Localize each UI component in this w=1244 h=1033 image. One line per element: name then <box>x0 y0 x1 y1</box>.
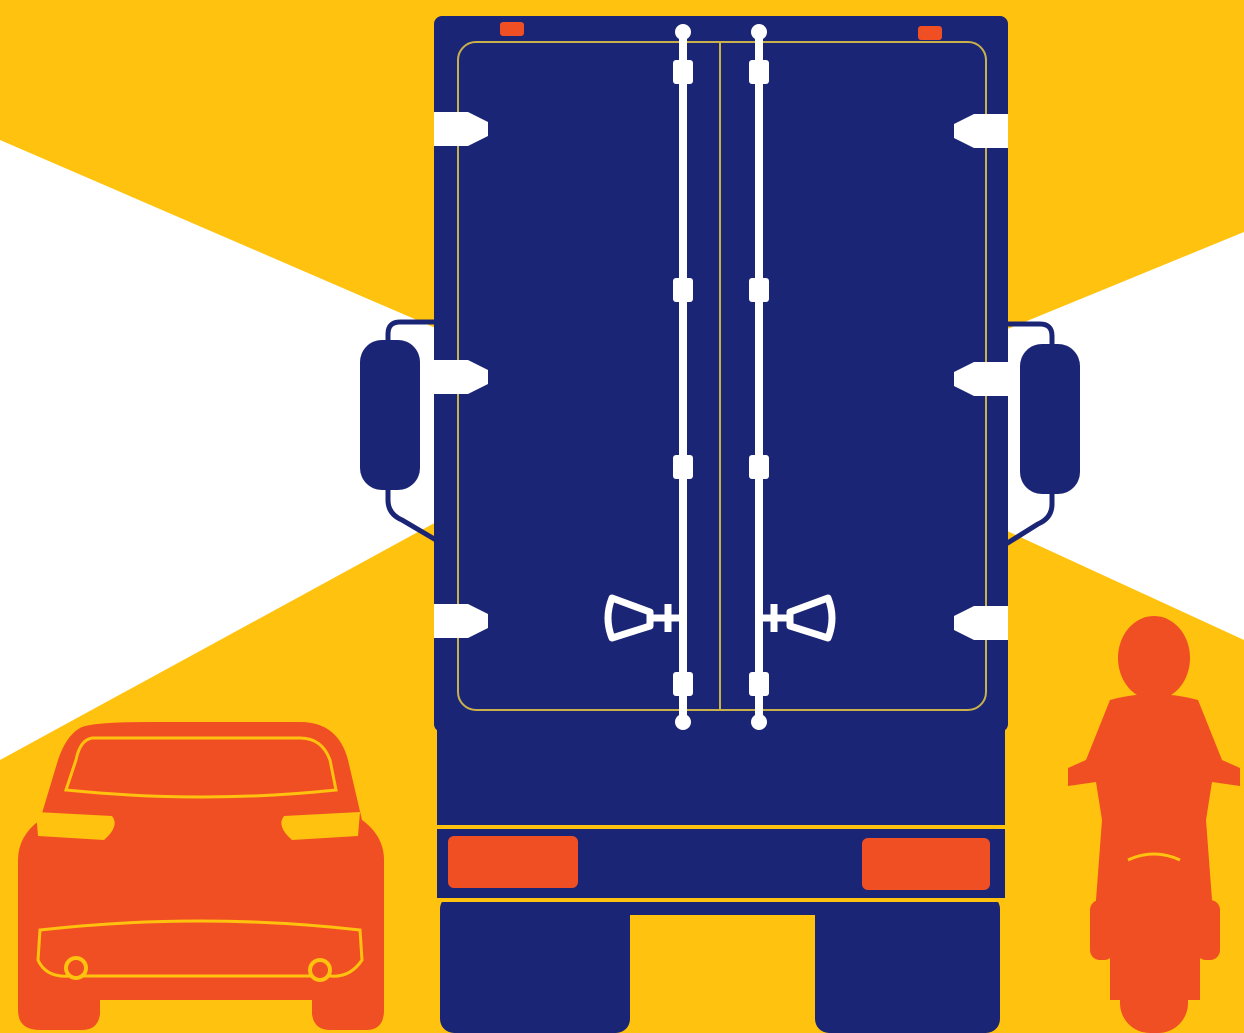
truck-wheel-right <box>815 895 1000 1033</box>
marker-light-right <box>918 26 942 40</box>
car-exhaust-right <box>310 960 330 980</box>
car-rear-icon <box>18 722 384 1030</box>
tail-light-left <box>448 836 578 888</box>
rider-helmet <box>1118 616 1190 700</box>
car-exhaust-left <box>66 958 86 978</box>
rider-leg-right <box>1196 900 1220 960</box>
car-tail-light-right <box>281 812 360 840</box>
truck-chassis <box>437 728 1005 828</box>
truck-rear-icon <box>360 16 1080 1033</box>
car-tail-light-left <box>36 812 115 840</box>
tail-light-right <box>862 838 990 890</box>
marker-light-left <box>500 22 524 36</box>
car-rear-window <box>66 738 336 797</box>
rider-leg-left <box>1090 900 1114 960</box>
truck-wheel-left <box>440 895 630 1033</box>
